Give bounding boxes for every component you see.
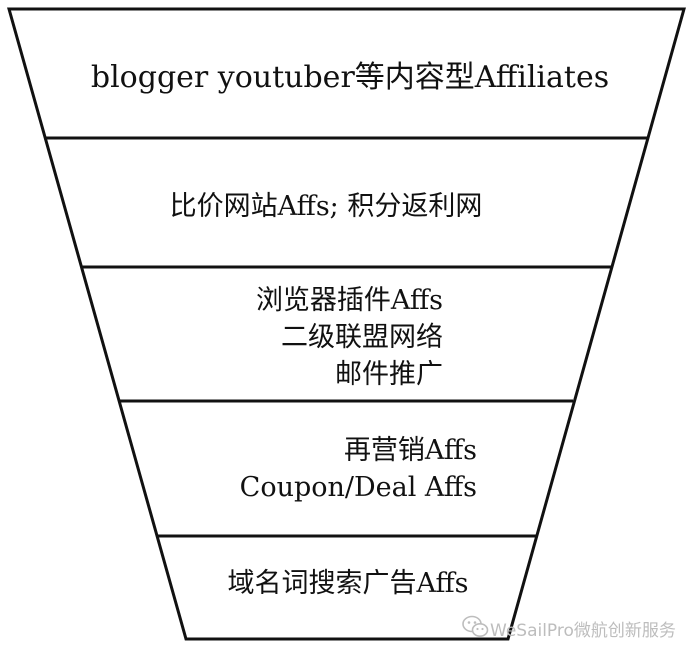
funnel-segment-1: blogger youtuber等内容型Affiliates — [91, 60, 609, 95]
segment-4-line-1: 再营销Affs — [344, 435, 477, 466]
watermark-text: WeSailPro微航创新服务 — [490, 621, 676, 641]
segment-3-line-1: 浏览器插件Affs — [256, 285, 443, 316]
funnel-segment-4: 再营销Affs Coupon/Deal Affs — [240, 435, 477, 503]
segment-5-label: 域名词搜索广告Affs — [227, 568, 468, 599]
segment-1-label: blogger youtuber等内容型Affiliates — [91, 60, 609, 95]
segment-2-label: 比价网站Affs; 积分返利网 — [170, 191, 483, 222]
funnel-border — [7, 7, 686, 641]
segment-3-line-2: 二级联盟网络 — [281, 322, 443, 353]
watermark: WeSailPro微航创新服务 — [462, 615, 676, 641]
funnel-outline — [7, 7, 686, 641]
funnel-segment-3: 浏览器插件Affs 二级联盟网络 邮件推广 — [256, 285, 443, 390]
segment-4-line-2: Coupon/Deal Affs — [240, 472, 477, 503]
funnel-segment-2: 比价网站Affs; 积分返利网 — [170, 191, 483, 222]
segment-3-line-3: 邮件推广 — [335, 359, 443, 390]
wechat-icon — [462, 615, 489, 637]
funnel-segment-5: 域名词搜索广告Affs — [227, 568, 468, 599]
